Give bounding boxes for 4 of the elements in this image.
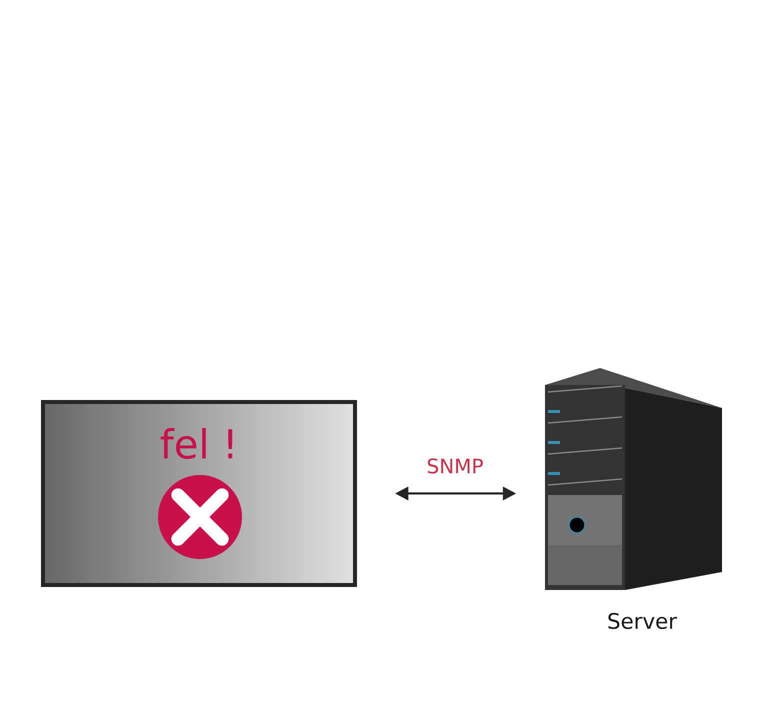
server-drawing [545, 368, 722, 590]
node-label: Server [608, 612, 677, 630]
display-screen: fel ! [41, 400, 357, 587]
edge-label: SNMP [428, 458, 483, 474]
